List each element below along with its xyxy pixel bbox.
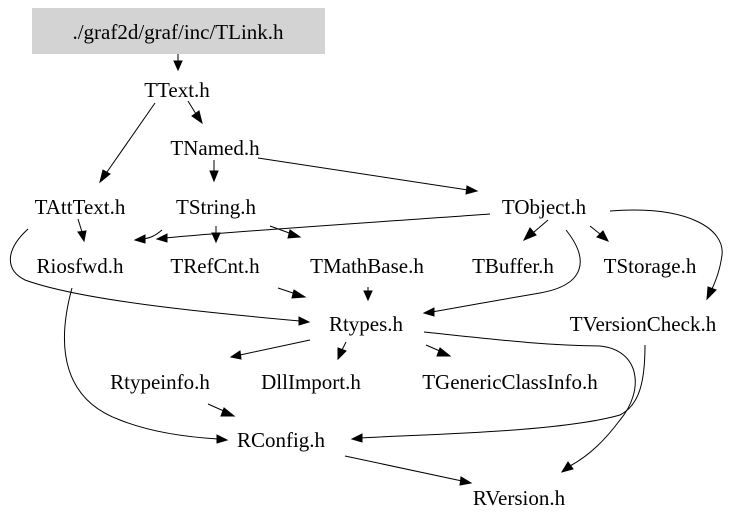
arrowhead xyxy=(465,185,479,195)
node-root[interactable]: ./graf2d/graf/inc/TLink.h xyxy=(72,20,284,44)
node-tbuffer[interactable]: TBuffer.h xyxy=(472,254,554,278)
arrowhead xyxy=(363,290,373,302)
arrowhead xyxy=(155,233,168,243)
edge-tnamed-tobject xyxy=(257,157,469,191)
arrowhead xyxy=(216,434,229,444)
node-rtypeinfo[interactable]: Rtypeinfo.h xyxy=(110,370,210,394)
edge-tversioncheck-rconfig xyxy=(359,344,646,439)
node-ttext[interactable]: TText.h xyxy=(144,78,210,102)
arrowhead xyxy=(287,229,302,239)
edge-tobject-tversioncheck xyxy=(609,209,723,290)
arrowhead xyxy=(459,476,473,486)
arrowhead xyxy=(209,170,219,183)
arrowhead xyxy=(191,110,203,125)
node-tgenericclassinfo[interactable]: TGenericClassInfo.h xyxy=(422,370,598,394)
arrowhead xyxy=(211,232,221,244)
edge-tstring-tmathbase xyxy=(269,225,293,235)
node-tatttext[interactable]: TAttText.h xyxy=(34,195,126,219)
node-rversion[interactable]: RVersion.h xyxy=(472,486,566,510)
arrowhead xyxy=(298,316,311,326)
node-rtypes[interactable]: Rtypes.h xyxy=(328,312,404,336)
edge-rtypes-dllimport xyxy=(341,341,347,351)
node-tstorage[interactable]: TStorage.h xyxy=(603,254,697,278)
node-tnamed[interactable]: TNamed.h xyxy=(170,136,260,160)
arrowhead xyxy=(522,227,537,241)
arrowhead xyxy=(133,234,146,244)
node-tversioncheck[interactable]: TVersionCheck.h xyxy=(569,312,717,336)
root-node-box[interactable] xyxy=(32,8,325,54)
node-tstring[interactable]: TString.h xyxy=(176,195,256,219)
node-dllimport[interactable]: DllImport.h xyxy=(261,370,361,394)
arrowhead xyxy=(337,347,347,361)
arrowhead xyxy=(220,407,236,417)
node-tobject[interactable]: TObject.h xyxy=(501,195,587,219)
arrowhead xyxy=(436,347,452,357)
node-tmathbase[interactable]: TMathBase.h xyxy=(310,254,424,278)
arrowhead xyxy=(350,433,363,443)
node-rconfig[interactable]: RConfig.h xyxy=(236,428,326,452)
arrowhead xyxy=(173,60,183,72)
node-trefcnt[interactable]: TRefCnt.h xyxy=(170,254,260,278)
arrowhead xyxy=(422,307,435,317)
edge-tobject-rtypes xyxy=(431,229,581,313)
arrowhead xyxy=(596,230,610,242)
edge-tobject-riosfwd xyxy=(164,213,491,239)
edge-tobject-tbuffer xyxy=(533,219,549,233)
edge-rtypes-rversion xyxy=(423,331,636,467)
edge-tatttext-riosfwd xyxy=(77,218,83,233)
arrowhead xyxy=(560,461,574,473)
arrowhead xyxy=(229,350,242,360)
edge-riosfwd-rconfig xyxy=(63,287,219,440)
edge-rconfig-rversion xyxy=(344,455,463,482)
arrowhead xyxy=(77,230,87,243)
arrowhead xyxy=(706,286,717,301)
edge-rtypes-rtypeinfo xyxy=(239,339,311,356)
node-riosfwd[interactable]: Riosfwd.h xyxy=(36,254,124,278)
arrowhead xyxy=(99,169,111,184)
edge-tobject-tstorage xyxy=(589,225,601,235)
edge-tatttext-rtypes xyxy=(9,228,301,322)
edge-ttext-tatttext xyxy=(106,102,156,173)
arrowhead xyxy=(291,289,307,299)
edge-ttext-tnamed xyxy=(187,100,197,115)
